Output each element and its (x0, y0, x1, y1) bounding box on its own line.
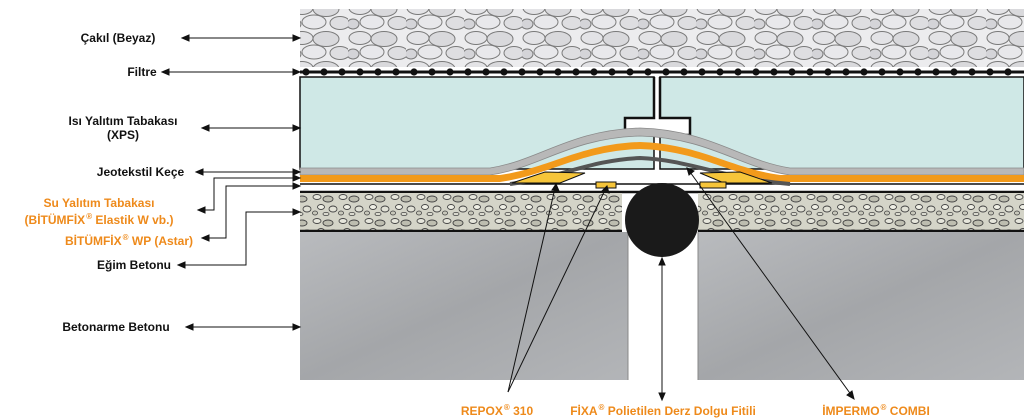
waterproofing-layer (300, 142, 1024, 182)
concrete-slab-right (698, 232, 1024, 380)
repox-pad-right (699, 171, 773, 184)
screed-layer-right (698, 193, 1024, 231)
filter-dot (464, 68, 472, 76)
insulation-layer-left (299, 76, 655, 170)
label-gravel: Çakıl (Beyaz) (80, 31, 156, 45)
label-primer: BİTÜMFİX® WP (Astar) (64, 233, 194, 248)
filter-dot (806, 68, 814, 76)
label-insulation: Isı Yalıtım Tabakası (XPS) (68, 114, 178, 142)
geotextile-felt-layer (299, 127, 1024, 176)
label-repox: REPOX® 310 (460, 403, 534, 418)
concrete-slab-left (300, 232, 628, 380)
insulation-layer-right (659, 76, 1024, 170)
screed-layer-left (300, 193, 622, 231)
label-filter: Filtre (127, 65, 157, 79)
filter-dot (842, 68, 850, 76)
label-concrete: Betonarme Betonu (62, 320, 170, 334)
filter-dot (608, 68, 616, 76)
filter-dot (950, 68, 958, 76)
filter-dot (356, 68, 364, 76)
filter-dot (662, 68, 670, 76)
filter-dot (374, 68, 382, 76)
filter-dot (680, 68, 688, 76)
filter-dot (752, 68, 760, 76)
filter-dot (770, 68, 778, 76)
filter-dot (554, 68, 562, 76)
filter-dot (482, 68, 490, 76)
repox-pad-left (511, 171, 586, 184)
filter-dot (878, 68, 886, 76)
filter-dot (590, 68, 598, 76)
label-waterproofing: Su Yalıtım Tabakası (BİTÜMFİX® Elastik W… (24, 196, 174, 227)
filter-dot (302, 68, 310, 76)
filter-dot (572, 68, 580, 76)
filter-dot (518, 68, 526, 76)
filter-dot (410, 68, 418, 76)
filter-dot (428, 68, 436, 76)
filter-dot (788, 68, 796, 76)
filter-dot (338, 68, 346, 76)
label-fixa: FİXA® Polietilen Derz Dolgu Fitili (570, 403, 756, 418)
repox-tab-right (699, 181, 727, 189)
filter-dot (446, 68, 454, 76)
filter-dot (914, 68, 922, 76)
filter-dot (824, 68, 832, 76)
filter-dot (536, 68, 544, 76)
filter-dot (986, 68, 994, 76)
filter-dot (860, 68, 868, 76)
gravel-layer (300, 9, 1024, 67)
filter-dot (932, 68, 940, 76)
filter-dot (896, 68, 904, 76)
label-screed: Eğim Betonu (97, 258, 171, 272)
filter-dot (500, 68, 508, 76)
filter-dot (644, 68, 652, 76)
filter-dot (392, 68, 400, 76)
filter-dot (626, 68, 634, 76)
label-impermo: İMPERMO® COMBI (822, 403, 930, 418)
filter-dot (698, 68, 706, 76)
filter-dot (320, 68, 328, 76)
filter-dot (1004, 68, 1012, 76)
filter-dot (734, 68, 742, 76)
label-geotextile-felt: Jeotekstil Keçe (96, 165, 185, 179)
filter-dot (968, 68, 976, 76)
backer-rod (625, 183, 699, 257)
filter-layer (300, 68, 1024, 76)
filter-dot (716, 68, 724, 76)
